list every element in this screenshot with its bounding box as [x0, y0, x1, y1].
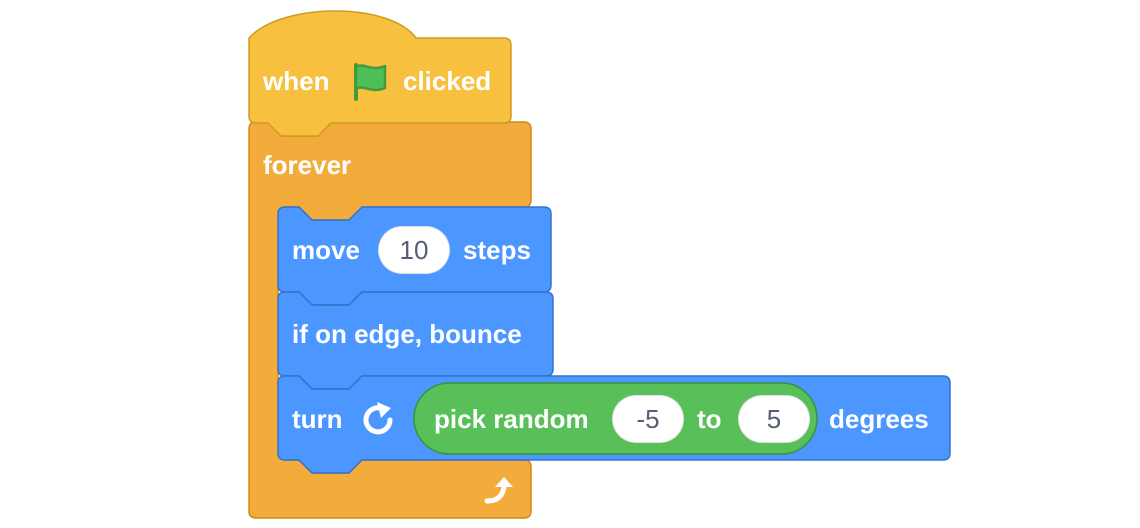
when-label: when [263, 66, 330, 96]
loop-arrow-icon [484, 477, 513, 504]
bounce-label: if on edge, bounce [292, 319, 522, 349]
random-from-input[interactable]: -5 [612, 395, 684, 443]
move-label: move [292, 235, 360, 265]
clicked-label: clicked [403, 66, 492, 96]
random-to-input[interactable]: 5 [738, 395, 810, 443]
pick-random-label: pick random [434, 404, 589, 434]
forever-label: forever [263, 150, 352, 180]
degrees-label: degrees [829, 404, 929, 434]
random-to-label: to [697, 404, 722, 434]
green-flag-icon [354, 63, 387, 101]
steps-label: steps [463, 235, 531, 265]
rotate-clockwise-icon [363, 402, 393, 435]
steps-input[interactable]: 10 [378, 226, 450, 274]
turn-label: turn [292, 404, 343, 434]
